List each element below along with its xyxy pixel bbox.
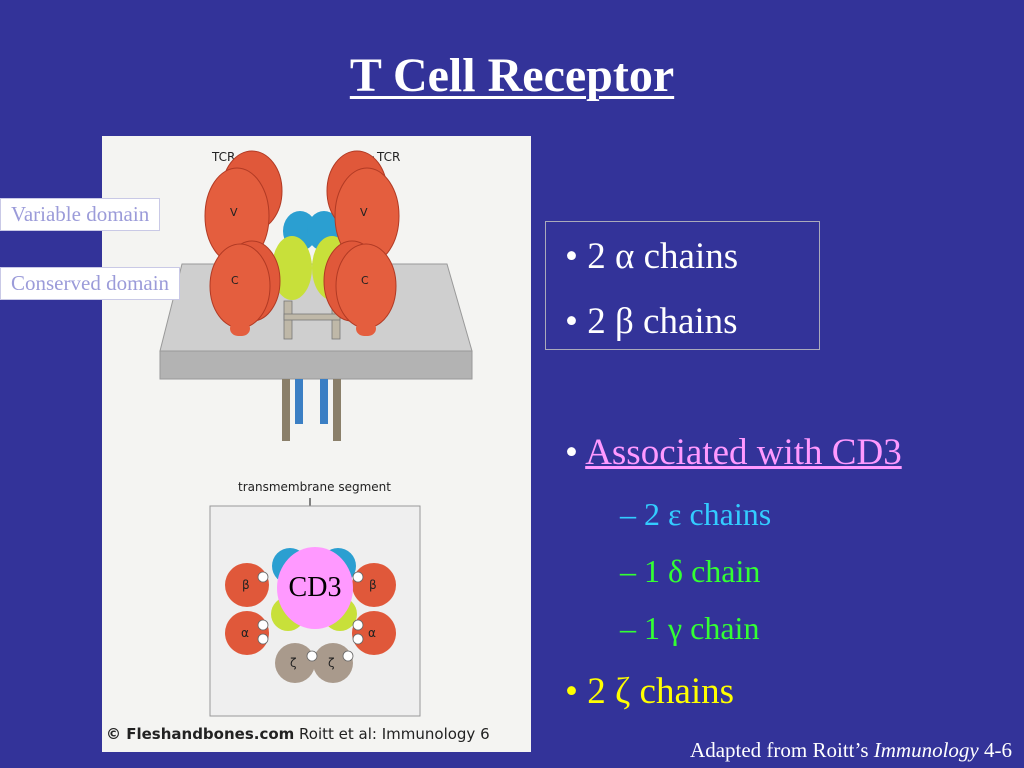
sub-delta-text: 1 δ chain — [644, 553, 761, 589]
tcr-right-tail — [356, 321, 376, 336]
cross-beta-left-label: β — [242, 578, 250, 592]
bullet-beta-chains: • 2 β chains — [565, 300, 738, 343]
cross-zeta-right-label: ζ — [328, 656, 335, 670]
conserved-domain-label: Conserved domain — [0, 267, 181, 300]
cross-alpha-left — [225, 611, 269, 655]
charge-markers — [257, 571, 364, 662]
bullet-beta-text: 2 β chains — [587, 301, 738, 342]
transmembrane-stalk-left — [282, 379, 290, 441]
bullet-alpha-chains: • 2 α chains — [565, 235, 738, 278]
transmembrane-segment-label: transmembrane segment — [238, 480, 391, 494]
cross-beta-right — [352, 563, 396, 607]
cross-zeta-left — [275, 643, 315, 683]
cross-alpha-right — [352, 611, 396, 655]
cross-beta-left — [225, 563, 269, 607]
bullet-dot: • — [565, 432, 578, 473]
tcr-chain-box — [545, 221, 820, 350]
cross-alpha-left-label: α — [241, 626, 249, 640]
slide-title: T Cell Receptor — [349, 49, 675, 102]
sub-dash: – — [620, 610, 636, 646]
cross-beta-right-label: β — [369, 578, 377, 592]
footnote-prefix: Adapted from Roitt’s — [690, 738, 874, 762]
tcr-label-right: TCR — [376, 150, 400, 164]
tcr-diagram-svg: TCR TCR V C V C transmembrane segment — [159, 150, 473, 717]
sub-epsilon: – 2 ε chains — [620, 496, 771, 533]
variable-domain-label: Variable domain — [0, 198, 161, 231]
sub-gamma: – 1 γ chain — [620, 610, 759, 647]
bullet-alpha-text: 2 α chains — [587, 236, 739, 277]
credit-brand: © Fleshandbones.com — [106, 725, 295, 743]
transmembrane-stalk-blue-left — [295, 379, 303, 424]
cd3-gamma-domain — [272, 236, 312, 300]
disulfide-bridge — [283, 313, 341, 321]
bullet-dot: • — [565, 671, 578, 712]
bullet-dot: • — [565, 236, 578, 277]
source-footnote: Adapted from Roitt’s Immunology 4-6 — [690, 738, 1012, 763]
sub-delta: – 1 δ chain — [620, 553, 760, 590]
tcr-label-left: TCR — [211, 150, 235, 164]
tcr-left-c-label: C — [231, 274, 239, 287]
sub-epsilon-text: 2 ε chains — [644, 496, 772, 532]
image-credit: © Fleshandbones.com Roitt et al: Immunol… — [106, 725, 490, 743]
transmembrane-stalk-right — [333, 379, 341, 441]
tcr-left-v-label: V — [230, 206, 238, 219]
tcr-left-c-domain — [209, 243, 271, 329]
sub-gamma-text: 1 γ chain — [644, 610, 760, 646]
tcr-left-tail — [230, 321, 250, 336]
bullet-zeta-text: 2 ζ chains — [587, 671, 735, 712]
tcr-right-c-label: C — [361, 274, 369, 287]
bullet-associated-cd3: • Associated with CD3 — [565, 431, 902, 474]
tcr-diagram: TCR TCR V C V C transmembrane segment — [102, 136, 531, 752]
transmembrane-stalk-blue-right — [320, 379, 328, 424]
cross-alpha-right-label: α — [368, 626, 376, 640]
footnote-suffix: 4-6 — [978, 738, 1012, 762]
bullet-zeta-chains: • 2 ζ chains — [565, 670, 734, 713]
cross-zeta-left-label: ζ — [290, 656, 297, 670]
sub-dash: – — [620, 496, 636, 532]
sub-dash: – — [620, 553, 636, 589]
tcr-right-v-label: V — [360, 206, 368, 219]
cd3-label: CD3 — [277, 547, 353, 629]
membrane-front — [159, 350, 473, 380]
associated-cd3-link[interactable]: Associated with CD3 — [585, 432, 902, 473]
footnote-book: Immunology — [873, 738, 979, 762]
credit-text: Roitt et al: Immunology 6 — [294, 725, 490, 743]
bullet-dot: • — [565, 301, 578, 342]
cross-zeta-right — [313, 643, 353, 683]
